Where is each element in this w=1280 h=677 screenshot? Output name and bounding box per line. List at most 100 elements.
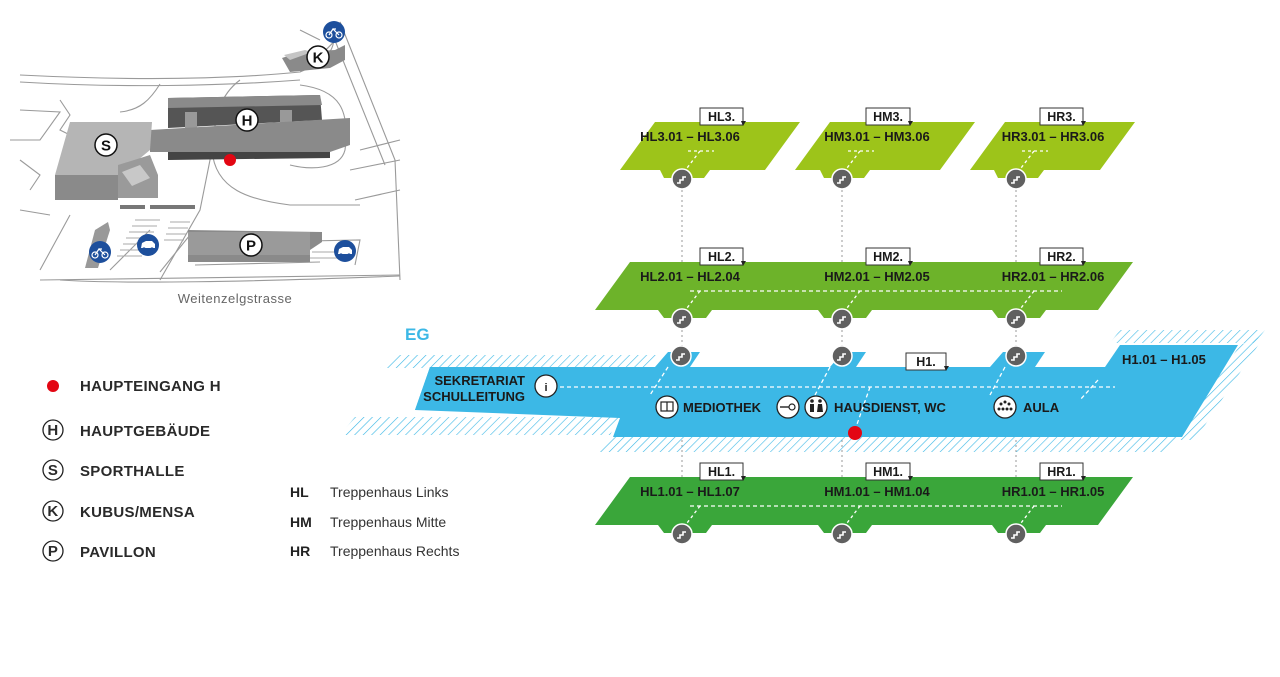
svg-text:S: S (48, 462, 58, 479)
svg-text:P: P (48, 543, 58, 560)
floor-tag: HM2. (865, 247, 913, 266)
room-range: HM1.01 – HM1.04 (824, 484, 930, 499)
svg-text:KUBUS/MENSA: KUBUS/MENSA (80, 504, 195, 521)
svg-text:K: K (313, 50, 324, 67)
svg-text:S: S (101, 138, 111, 155)
floor-tag: HM1. (865, 462, 913, 481)
room-schulleitung: SCHULLEITUNG (423, 389, 525, 404)
svg-text:HL3.: HL3. (708, 110, 735, 124)
entrance-marker-map (224, 154, 236, 166)
stairs-icon (671, 308, 693, 330)
stairs-icon (831, 308, 853, 330)
room-range: HR1.01 – HR1.05 (1002, 484, 1105, 499)
stairs-code-hr: HR (290, 543, 310, 559)
hatch (380, 355, 660, 368)
legend-item-sporthalle: S SPORTHALLE (42, 459, 185, 481)
map-label-K: K (306, 45, 330, 69)
room-aula: AULA (1023, 400, 1060, 415)
svg-text:HM2.: HM2. (873, 250, 903, 264)
floor-section (795, 122, 975, 178)
stairs-legend: HL Treppenhaus Links HM Treppenhaus Mitt… (290, 484, 459, 559)
svg-text:HM3.: HM3. (873, 110, 903, 124)
legend-item-hauptgebaeude: H HAUPTGEBÄUDE (42, 419, 210, 441)
svg-text:PAVILLON: PAVILLON (80, 544, 156, 561)
svg-text:HR1.: HR1. (1047, 465, 1075, 479)
svg-text:HAUPTGEBÄUDE: HAUPTGEBÄUDE (80, 423, 210, 440)
car-parking-icon (137, 234, 159, 256)
svg-text:P: P (246, 238, 256, 255)
legend-item-pavillon: P PAVILLON (42, 540, 156, 562)
stairs-code-hm: HM (290, 514, 312, 530)
info-icon: i (534, 374, 558, 398)
restroom-icon (804, 395, 828, 419)
room-range: HM2.01 – HM2.05 (824, 269, 930, 284)
stairs-icon (831, 523, 853, 545)
eg-floor-shape (415, 345, 1238, 437)
stairs-label-hr: Treppenhaus Rechts (330, 543, 459, 559)
audience-icon (993, 395, 1017, 419)
floor-shape (595, 477, 1133, 533)
svg-text:HR3.: HR3. (1047, 110, 1075, 124)
svg-text:HL2.: HL2. (708, 250, 735, 264)
bicycle-parking-icon (323, 21, 345, 43)
eg-label: EG (405, 325, 430, 344)
map-label-S: S (94, 133, 118, 157)
svg-text:H: H (242, 113, 253, 130)
floor-tag: HL3. (699, 107, 746, 126)
stairs-icon (831, 345, 853, 367)
floor-tag: HL1. (699, 462, 746, 481)
stairs-icon (1005, 523, 1027, 545)
room-mediothek: MEDIOTHEK (683, 400, 762, 415)
stairs-label-hl: Treppenhaus Links (330, 484, 449, 500)
floor-tag: HR2. (1039, 247, 1086, 266)
stairs-icon (831, 168, 853, 190)
svg-text:K: K (47, 503, 58, 520)
legend-item-kubus-mensa: K KUBUS/MENSA (42, 500, 195, 522)
floor-tag: HR3. (1039, 107, 1086, 126)
stairs-icon (670, 345, 692, 367)
entrance-legend-dot (47, 380, 59, 392)
legend-entrance-label: HAUPTEINGANG H (80, 378, 221, 395)
site-map: H S K P (10, 21, 401, 306)
svg-text:i: i (544, 382, 547, 394)
room-range: HM3.01 – HM3.06 (824, 129, 930, 144)
room-sekretariat: SEKRETARIAT (434, 373, 525, 388)
corridor-line (560, 366, 1115, 431)
stairs-code-hl: HL (290, 484, 309, 500)
stairs-icon (1005, 345, 1027, 367)
room-range: HR2.01 – HR2.06 (1002, 269, 1105, 284)
svg-text:H1.: H1. (916, 355, 935, 369)
floor-2: HL2. HL2.01 – HL2.04 HM2. HM2.01 – HM2.05 HR… (595, 247, 1133, 330)
room-hausdienst: HAUSDIENST, WC (834, 400, 947, 415)
building-legend: HAUPTEINGANG H H HAUPTGEBÄUDE S SPORTHAL… (42, 378, 221, 562)
room-range: HL2.01 – HL2.04 (640, 269, 740, 284)
main-entrance-marker (848, 426, 862, 440)
bicycle-parking-icon (89, 241, 111, 263)
svg-text:HM1.: HM1. (873, 465, 903, 479)
floor-section (970, 122, 1135, 178)
stairs-icon (671, 168, 693, 190)
floor-tag: HR1. (1039, 462, 1086, 481)
svg-text:SPORTHALLE: SPORTHALLE (80, 463, 185, 480)
floor-eg: EG SEKRETARIAT SCHULLEITUNG i (340, 325, 1265, 452)
floor-tag-h1: H1. (905, 352, 949, 371)
stairs-icon (1005, 308, 1027, 330)
svg-text:HL1.: HL1. (708, 465, 735, 479)
eg-room-range: H1.01 – H1.05 (1122, 352, 1206, 367)
svg-text:HR2.: HR2. (1047, 250, 1075, 264)
stairs-label-hm: Treppenhaus Mitte (330, 514, 446, 530)
floor-section (620, 122, 800, 178)
key-icon (776, 395, 800, 419)
floor-shape (595, 262, 1133, 318)
svg-text:H: H (47, 422, 58, 439)
street-name: Weitenzelgstrasse (178, 291, 292, 306)
map-label-H: H (235, 108, 259, 132)
room-range: HL1.01 – HL1.07 (640, 484, 740, 499)
stairs-icon (1005, 168, 1027, 190)
floor-tag: HM3. (865, 107, 913, 126)
room-range: HR3.01 – HR3.06 (1002, 129, 1105, 144)
map-label-P: P (239, 233, 263, 257)
floor-1: HL1. HL1.01 – HL1.07 HM1. HM1.01 – HM1.04 HR… (595, 462, 1133, 545)
